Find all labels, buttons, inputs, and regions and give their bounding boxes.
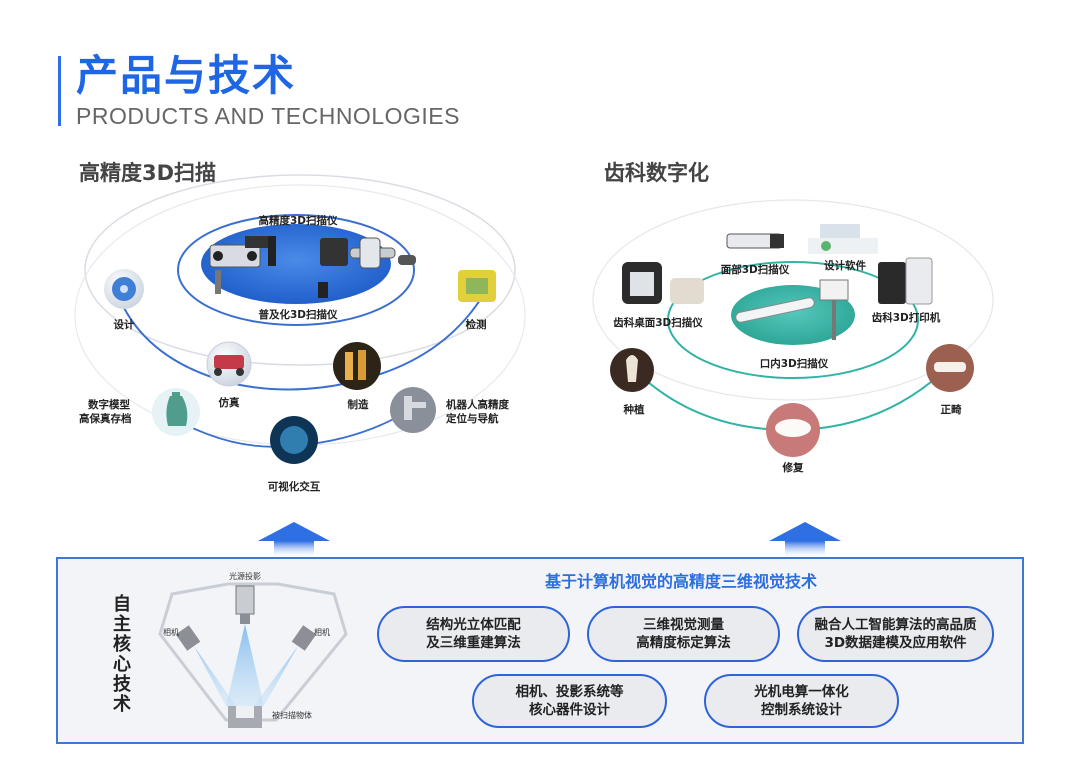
robot-node-icon [390,387,436,433]
up-arrow-left-icon [258,522,330,557]
desktop-scanner-label: 齿科桌面3D扫描仪 [613,317,703,329]
camera-right-label: 相机 [314,628,330,637]
dental-printer-label: 齿科3D打印机 [871,312,941,324]
popular-scanner-label: 普及化3D扫描仪 [258,309,338,321]
pill-line: 三维视觉测量 [643,617,724,633]
node-label-navigation: 定位与导航 [446,413,499,425]
core-vertical-title: 自主核心技术 [113,594,131,715]
intraoral-scanner-label: 口内3D扫描仪 [759,358,829,370]
manufacturing-node-icon [333,342,381,390]
scanned-object-label: 被扫描物体 [272,711,312,720]
node-label-inspection: 检测 [465,319,487,331]
node-label-simulation: 仿真 [218,397,240,409]
pill-line: 及三维重建算法 [426,635,521,651]
page-subtitle: PRODUCTS AND TECHNOLOGIES [76,103,460,129]
core-heading: 基于计算机视觉的高精度三维视觉技术 [545,572,818,591]
design-software-label: 设计软件 [824,260,866,272]
scan3d-section-title: 高精度3D扫描 [79,161,217,185]
intraoral-scanner-icon [735,279,849,340]
node-label-design: 设计 [113,319,135,331]
pill-line: 融合人工智能算法的高品质 [814,617,977,633]
high-precision-scanner-label: 高精度3D扫描仪 [258,215,338,227]
face-scanner-icon [726,233,784,249]
node-label-implant: 种植 [623,404,645,416]
face-scanner-label: 面部3D扫描仪 [720,264,790,276]
node-label-robot: 机器人高精度 [446,399,509,411]
archive-node-icon [152,388,200,436]
design-software-icon [808,224,878,254]
pill-line: 控制系统设计 [761,702,842,718]
title-accent-bar [58,56,61,126]
inspection-node-icon [458,270,496,302]
node-label-visualization: 可视化交互 [267,481,321,493]
camera-left-label: 相机 [163,628,179,637]
visualization-node-icon [270,416,318,464]
pill-calibration: 三维视觉测量 高精度标定算法 [587,606,780,662]
pill-line: 高精度标定算法 [636,635,731,651]
scanner-devices-icon [209,236,416,298]
pill-control-system: 光机电算一体化 控制系统设计 [704,674,899,728]
node-label-restoration: 修复 [782,462,804,474]
restoration-node-icon [766,403,820,457]
page-title: 产品与技术 [76,51,297,100]
design-node-icon [104,269,144,309]
pill-line: 核心器件设计 [529,702,610,718]
projector-label: 光源投影 [229,572,261,581]
up-arrow-right-icon [769,522,841,557]
pill-line: 3D数据建模及应用软件 [824,635,967,651]
desktop-scanner-icon [622,262,704,304]
dental-section-title: 齿科数字化 [604,161,709,185]
pill-core-components: 相机、投影系统等 核心器件设计 [472,674,667,728]
pill-ai-modeling: 融合人工智能算法的高品质 3D数据建模及应用软件 [797,606,994,662]
implant-node-icon [610,348,654,392]
node-label-digital-model: 数字模型 [88,399,130,411]
pill-line: 光机电算一体化 [754,684,849,700]
node-label-archive: 高保真存档 [79,413,132,425]
pill-line: 相机、投影系统等 [515,684,624,700]
simulation-node-icon [206,341,252,387]
pill-structured-light: 结构光立体匹配 及三维重建算法 [377,606,570,662]
node-label-orthodontics: 正畸 [940,404,962,416]
pill-line: 结构光立体匹配 [426,617,521,633]
orthodontics-node-icon [926,344,974,392]
dental-printer-icon [878,257,933,305]
node-label-manufacturing: 制造 [347,399,369,411]
